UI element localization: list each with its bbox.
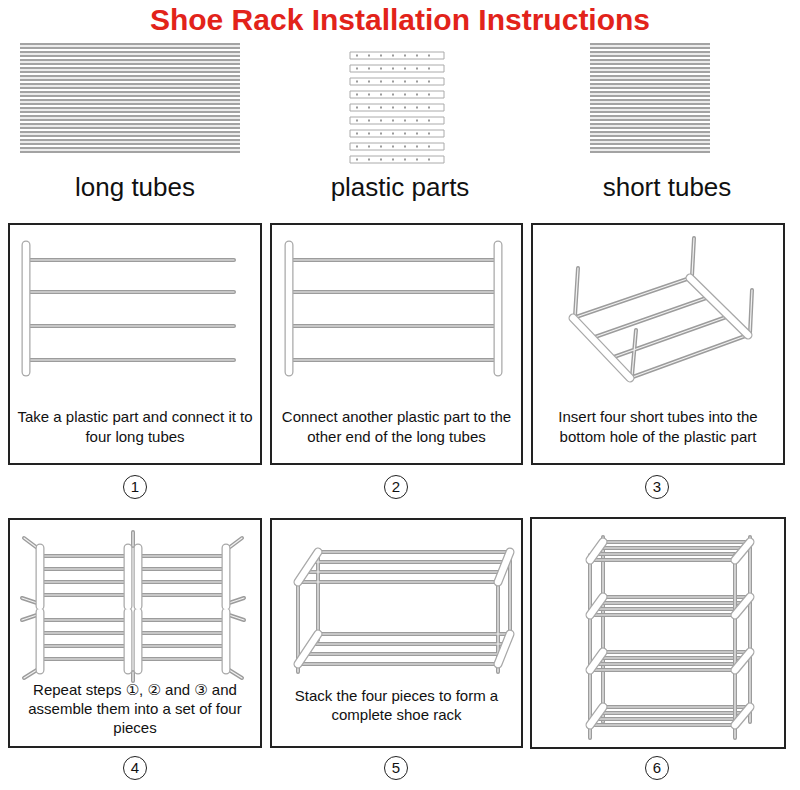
part-label: long tubes [75, 172, 195, 203]
part-label: plastic parts [331, 172, 470, 203]
step-panel: Repeat steps ①, ② and ③ and assemble the… [8, 518, 262, 748]
step-number-text: 5 [392, 760, 400, 776]
step-text: Stack the four pieces to form a complete… [272, 686, 521, 724]
step1-figure [26, 245, 234, 372]
step-number-text: 4 [131, 760, 139, 776]
step4-figure [22, 532, 244, 681]
long-tubes-photo [20, 46, 240, 150]
step-number: 2 [384, 475, 408, 499]
step-number-text: 2 [392, 479, 400, 495]
step-number: 4 [123, 756, 147, 780]
step-panel: Connect another plastic part to the othe… [270, 223, 523, 465]
step5-figure [298, 552, 510, 672]
step-number-text: 1 [131, 479, 139, 495]
step-number: 5 [384, 756, 408, 780]
short-tubes-photo [590, 46, 710, 150]
step-number: 3 [645, 475, 669, 499]
step6-figure [531, 518, 785, 748]
step-number: 6 [645, 756, 669, 780]
part-label: short tubes [603, 172, 732, 203]
step-text: Take a plastic part and connect it to fo… [10, 407, 260, 447]
title-text: Shoe Rack Installation Instructions [0, 3, 800, 37]
step-panel: Stack the four pieces to form a complete… [270, 518, 523, 748]
step-panel: Insert four short tubes into the bottom … [531, 223, 785, 465]
step-text: Insert four short tubes into the bottom … [533, 407, 783, 447]
step-text: Connect another plastic part to the othe… [272, 407, 521, 447]
step-number: 1 [123, 475, 147, 499]
plastic-parts-photo [350, 52, 444, 163]
step-number-text: 6 [653, 760, 661, 776]
step2-figure [289, 245, 498, 372]
step-panel: Take a plastic part and connect it to fo… [8, 223, 262, 465]
step3-figure [573, 238, 752, 378]
step-text: Repeat steps ①, ② and ③ and assemble the… [10, 680, 260, 737]
step-number-text: 3 [653, 479, 661, 495]
